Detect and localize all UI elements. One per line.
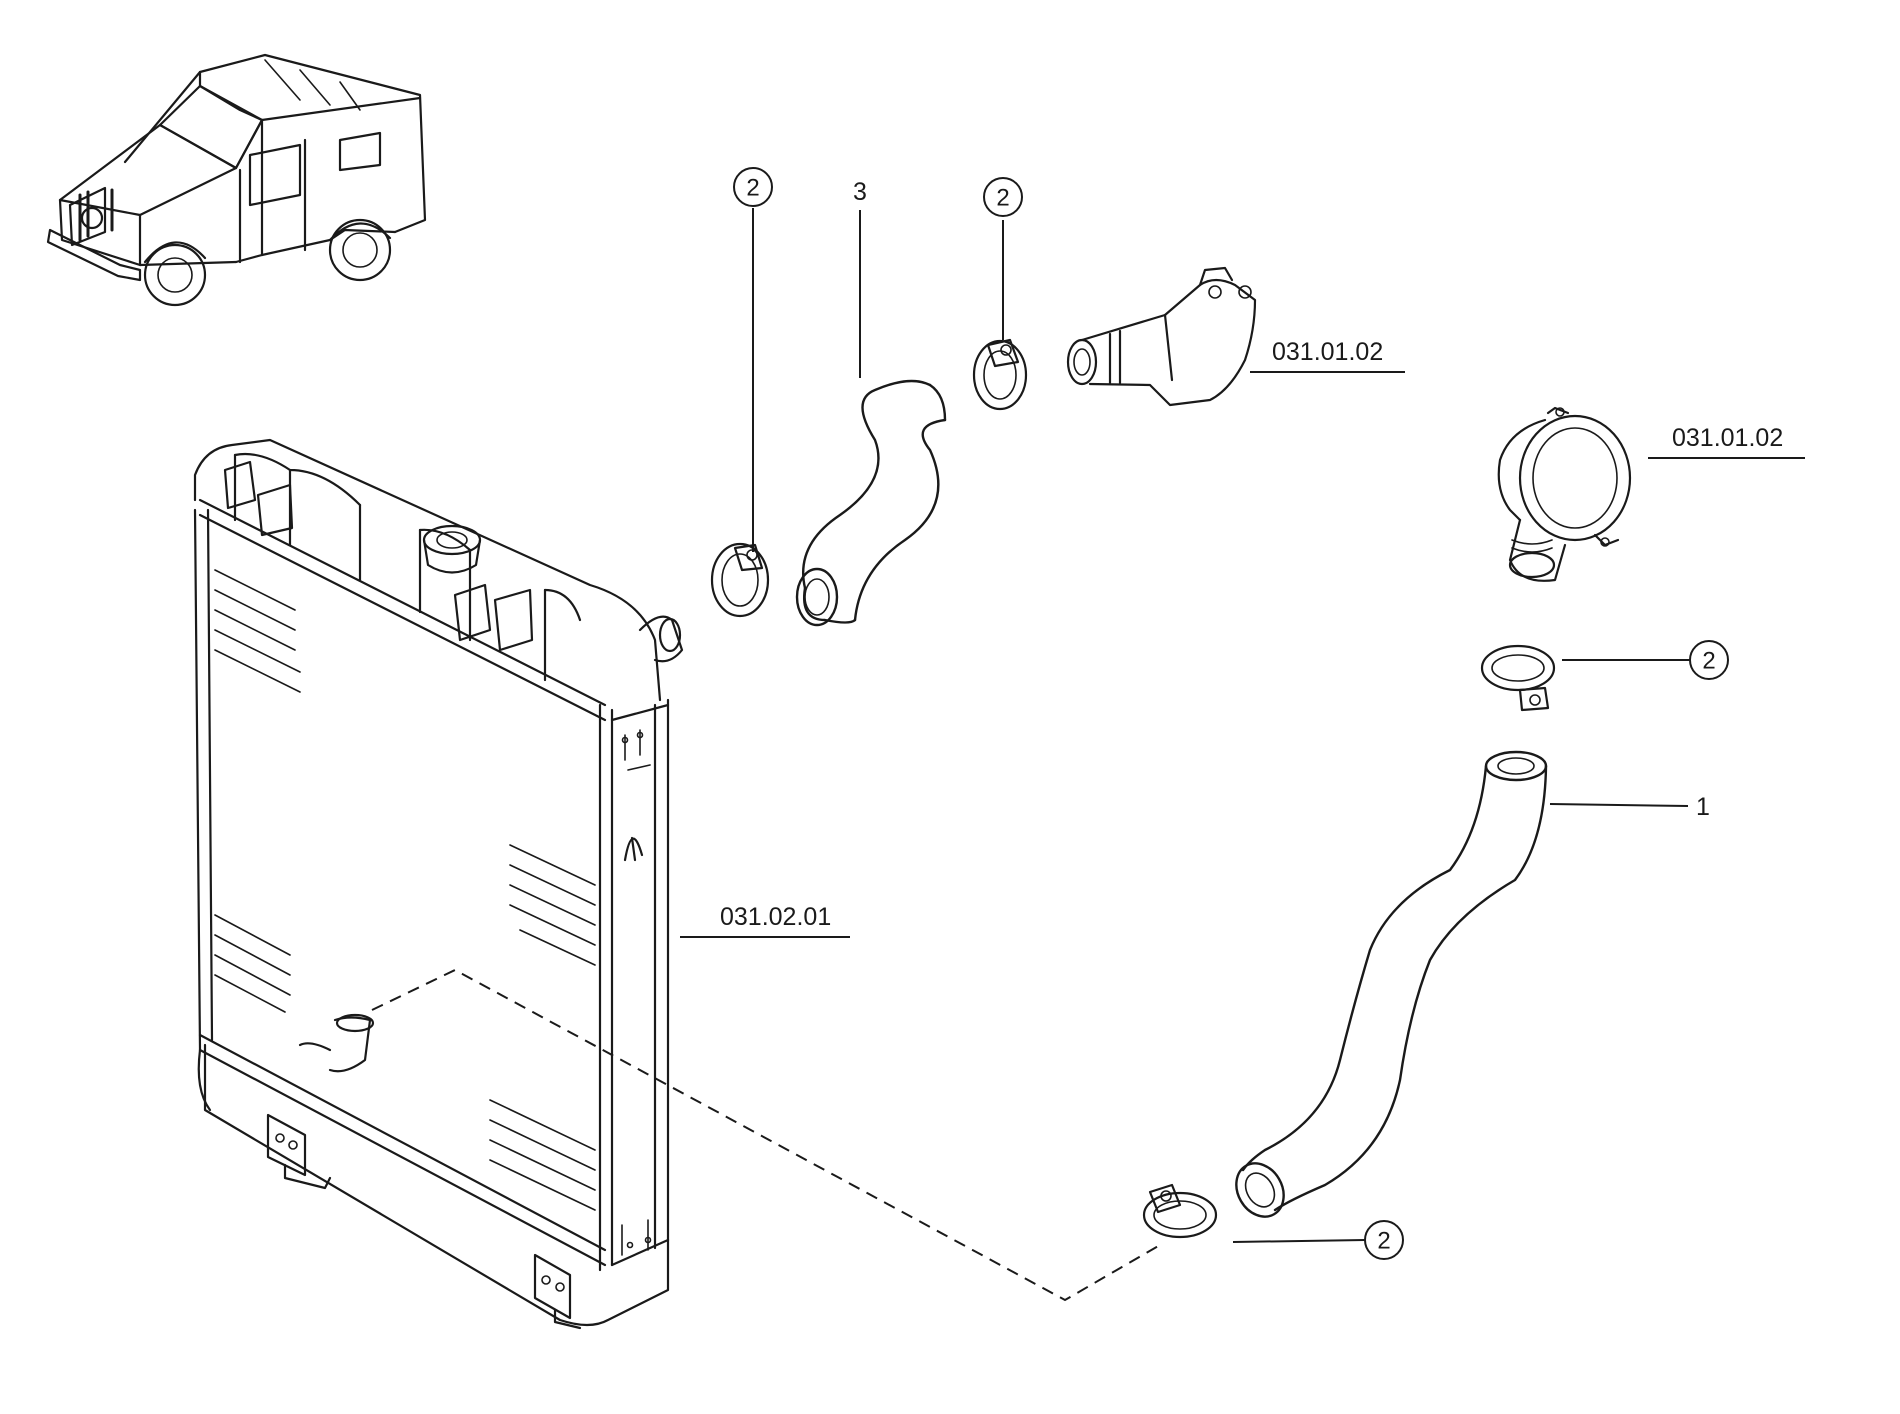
callout-clamp-bottom-number: 2	[1377, 1228, 1390, 1255]
callout-hose-top: 3	[853, 178, 867, 206]
callout-hose-lower: 1	[1696, 793, 1710, 821]
callout-thermostat-housing-top: 031.01.02	[1272, 338, 1383, 366]
callout-clamp-top-left-number: 2	[746, 175, 759, 202]
callout-radiator: 031.02.01	[720, 903, 831, 931]
callout-thermostat-housing-right: 031.01.02	[1672, 424, 1783, 452]
callout-clamp-right-number: 2	[1702, 648, 1715, 675]
lower-hose	[1235, 750, 1548, 1218]
callout-clamp-top-right-number: 2	[996, 185, 1009, 212]
thermostat-housing-top	[1066, 266, 1257, 407]
clamp-bottom	[1142, 1183, 1218, 1239]
callout-clamp-top-right: 2	[983, 177, 1023, 217]
connection-dashed-line	[371, 968, 1161, 1302]
upper-hose	[795, 379, 947, 627]
radiator	[193, 438, 684, 1330]
clamp-right	[1480, 644, 1556, 712]
callout-clamp-right: 2	[1689, 640, 1729, 680]
vehicle-locator-icon	[46, 53, 427, 307]
clamp-upper-left	[710, 542, 770, 618]
callout-clamp-bottom: 2	[1364, 1220, 1404, 1260]
callout-clamp-top-left: 2	[733, 167, 773, 207]
leader-lines	[680, 208, 1805, 1243]
thermostat-housing-right	[1497, 406, 1632, 582]
clamp-upper-right	[972, 338, 1028, 411]
